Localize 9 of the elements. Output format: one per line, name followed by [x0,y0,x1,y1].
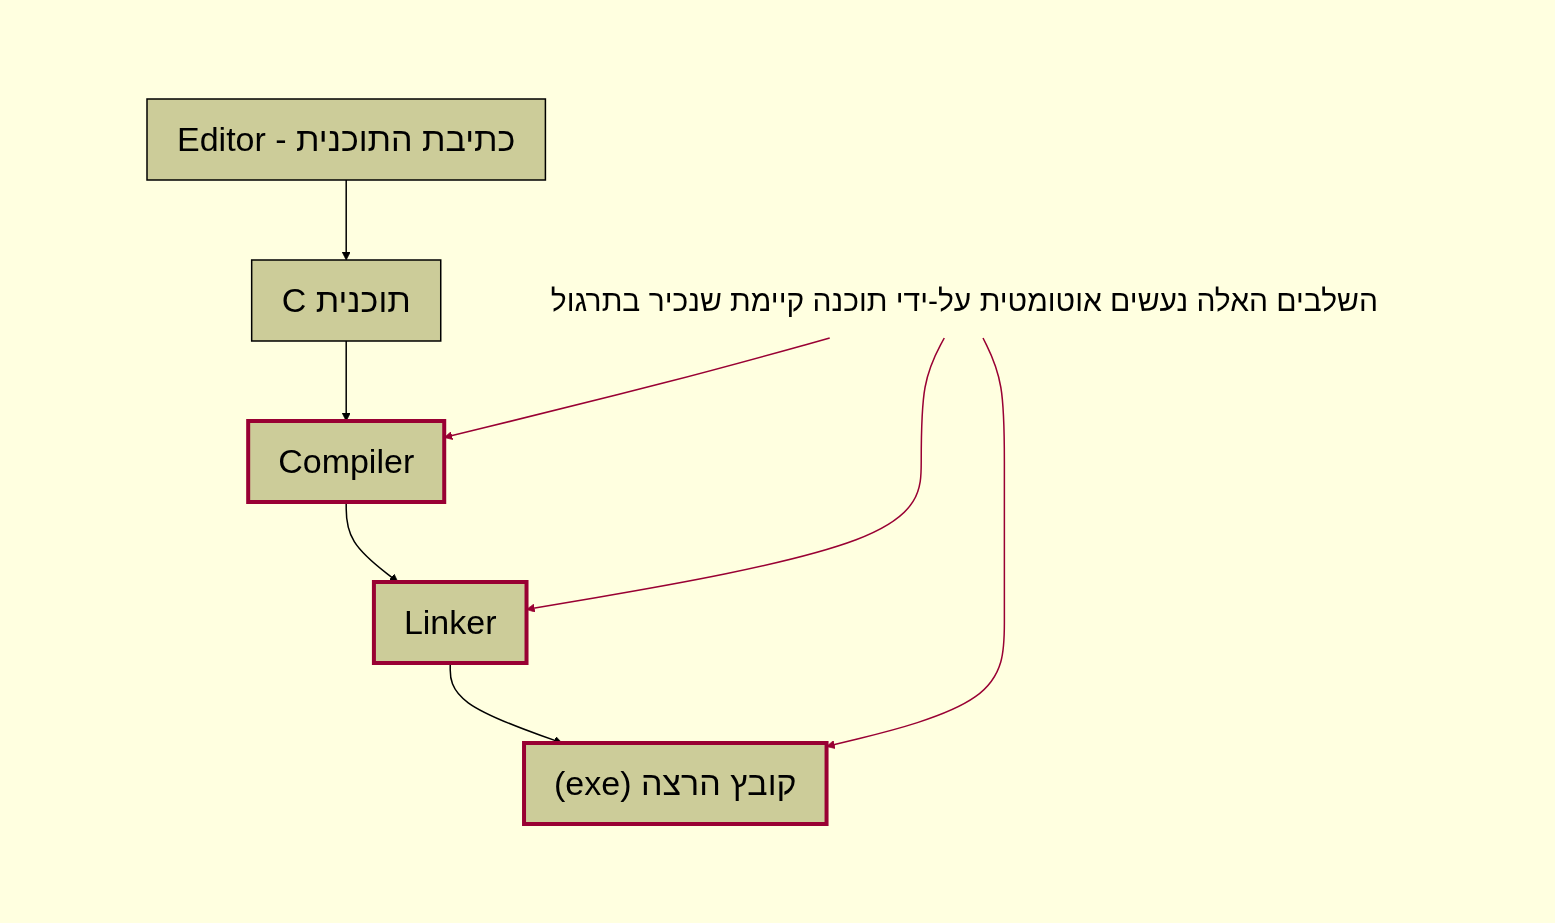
node-box: קובץ הרצה (exe) [522,741,829,826]
node-box: תוכנית C [250,259,442,342]
arrow [341,179,351,261]
arrow [826,337,1006,749]
node-box: Linker [371,580,529,665]
node-box: Compiler [246,419,447,504]
arrow [341,340,351,422]
node-text: השלבים האלה נעשים אוטומטית על-ידי תוכנה קיימת שנכיר בתרגול [550,284,1378,317]
node-box: כתיבת התוכנית - Editor [146,98,547,181]
